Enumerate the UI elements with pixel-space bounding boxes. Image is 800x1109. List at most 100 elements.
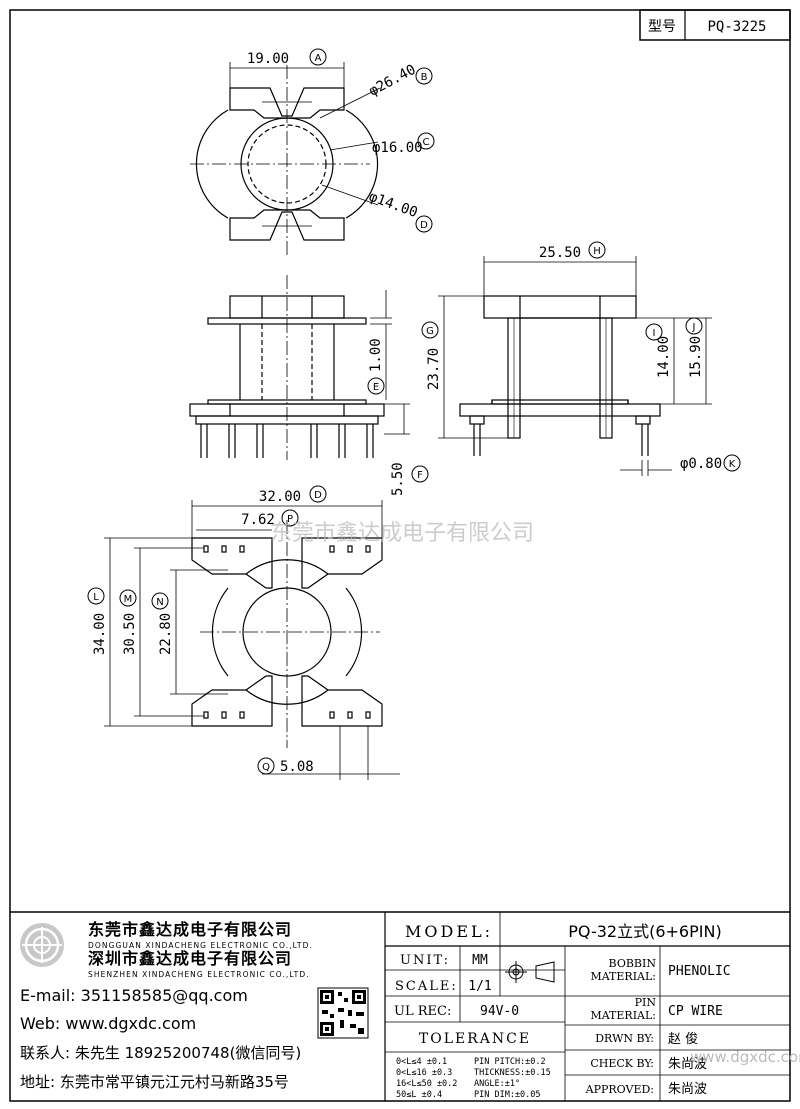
company-name-en-2: SHENZHEN XINDACHENG ELECTRONIC CO.,LTD. [88, 970, 310, 979]
tolerance-line-7: ANGLE:±1° [474, 1079, 520, 1089]
svg-text:J: J [692, 322, 696, 333]
dim-P-bubble: P [281, 509, 299, 527]
tolerance-line-2: 0<L≤16 ±0.3 [396, 1068, 452, 1078]
side-view [438, 256, 712, 476]
company-name-en-1: DONGGUAN XINDACHENG ELECTRONIC CO.,LTD. [88, 941, 313, 950]
sheet-border [9, 9, 791, 1102]
svg-text:A: A [315, 53, 322, 64]
drawn-by-label: DRWN BY: [595, 1032, 654, 1045]
dim-Q-bubble: Q [257, 757, 275, 775]
dim-G-bubble: G [421, 321, 439, 339]
model-label: MODEL: [405, 922, 493, 941]
company-logo-icon [20, 923, 64, 967]
svg-text:P: P [287, 514, 293, 525]
model-value: PQ-32立式(6+6PIN) [568, 922, 721, 941]
dim-J-value: 15.90 [688, 336, 704, 378]
svg-text:I: I [653, 328, 656, 339]
tolerance-line-4: 50≤L ±0.4 [396, 1090, 442, 1100]
dim-D14-value: φ14.00 [367, 189, 420, 221]
company-contact: 联系人: 朱先生 18925200748(微信同号) [20, 1044, 301, 1062]
svg-text:B: B [421, 72, 428, 83]
dim-H-bubble: H [588, 241, 606, 259]
drawn-by-value: 赵 俊 [668, 1032, 698, 1047]
approved-value: 朱尚波 [668, 1082, 707, 1097]
company-address: 地址: 东莞市常平镇元江元村马新路35号 [20, 1073, 289, 1091]
dim-F-bubble: F [411, 465, 429, 483]
svg-text:G: G [426, 326, 434, 337]
company-email: E-mail: 351158585@qq.com [20, 986, 248, 1005]
site-watermark: www.dgxdc.com [690, 1048, 800, 1066]
check-by-label: CHECK BY: [590, 1057, 654, 1070]
dim-M-value: 30.50 [122, 613, 138, 655]
unit-label: UNIT: [400, 953, 450, 968]
bobbin-material-label-2: MATERIAL: [590, 970, 656, 983]
dim-C-bubble: C [417, 132, 435, 150]
dim-B-bubble: B [415, 67, 433, 85]
unit-value: MM [472, 953, 488, 968]
dim-C-value: φ16.00 [372, 140, 423, 156]
dim-H-value: 25.50 [539, 245, 581, 261]
dim-Q-value: 5.08 [280, 759, 314, 775]
bobbin-material-label-1: BOBBIN [609, 957, 657, 970]
ulrec-value: 94V-0 [480, 1004, 519, 1019]
svg-text:K: K [729, 459, 736, 470]
dim-K-bubble: K [723, 454, 741, 472]
dim-L-bubble: L [87, 587, 105, 605]
tolerance-line-5: PIN PITCH:±0.2 [474, 1057, 546, 1067]
svg-text:H: H [593, 246, 601, 257]
scale-value: 1/1 [468, 979, 491, 994]
bottom-view [104, 500, 400, 780]
dim-L-value: 34.00 [92, 613, 108, 655]
dim-D14-bubble: D [415, 215, 433, 233]
title-block [10, 911, 790, 1101]
company-name-cn-2: 深圳市鑫达成电子有限公司 [88, 949, 292, 968]
dim-A-value: 19.00 [247, 51, 289, 67]
dim-G-value: 23.70 [426, 348, 442, 390]
dim-N-value: 22.80 [158, 613, 174, 655]
tolerance-line-6: THICKNESS:±0.15 [474, 1068, 551, 1078]
pin-material-label-1: PIN [635, 996, 657, 1009]
watermark: 东莞市鑫达成电子有限公司 [270, 521, 534, 546]
qr-code [317, 987, 369, 1039]
svg-text:L: L [93, 592, 99, 603]
svg-text:N: N [156, 597, 163, 608]
svg-text:M: M [124, 594, 133, 605]
tolerance-line-8: PIN DIM:±0.05 [474, 1090, 541, 1100]
dim-B-value: φ26.40 [366, 62, 418, 100]
scale-label: SCALE: [395, 979, 458, 994]
top-view [190, 62, 381, 255]
dim-I-value: 14.00 [656, 336, 672, 378]
dim-F-value: 5.50 [390, 462, 406, 496]
pin-material-value: CP WIRE [668, 1004, 723, 1019]
part-number: PQ-3225 [707, 19, 766, 35]
svg-text:F: F [417, 470, 423, 481]
svg-text:E: E [373, 382, 379, 393]
projection-symbol-icon [505, 961, 555, 983]
dim-I-bubble: I [645, 323, 663, 341]
part-number-header: 型号 PQ-3225 [639, 9, 791, 41]
svg-text:D: D [420, 220, 428, 231]
dim-E-value: 1.00 [368, 338, 384, 372]
tolerance-line-1: 0<L≤4 ±0.1 [396, 1057, 447, 1067]
ulrec-label: UL REC: [394, 1004, 451, 1019]
dim-D32-value: 32.00 [259, 489, 301, 505]
front-view [189, 275, 410, 460]
approved-label: APPROVED: [585, 1083, 654, 1096]
company-web: Web: www.dgxdc.com [20, 1014, 196, 1033]
svg-text:D: D [314, 490, 322, 501]
bobbin-material-value: PHENOLIC [668, 964, 731, 979]
dim-D32-bubble: D [309, 485, 327, 503]
check-by-value: 朱尚波 [668, 1057, 707, 1072]
dim-M-bubble: M [119, 589, 137, 607]
dim-K-value: φ0.80 [680, 456, 722, 472]
dim-E-bubble: E [367, 377, 385, 395]
svg-text:Q: Q [262, 762, 270, 773]
dim-A-bubble: A [309, 48, 327, 66]
svg-text:C: C [423, 137, 430, 148]
tolerance-line-3: 16<L≤50 ±0.2 [396, 1079, 457, 1089]
company-name-cn-1: 东莞市鑫达成电子有限公司 [88, 920, 292, 939]
dim-N-bubble: N [151, 592, 169, 610]
tolerance-label: TOLERANCE [419, 1031, 531, 1047]
dim-J-bubble: J [685, 317, 703, 335]
